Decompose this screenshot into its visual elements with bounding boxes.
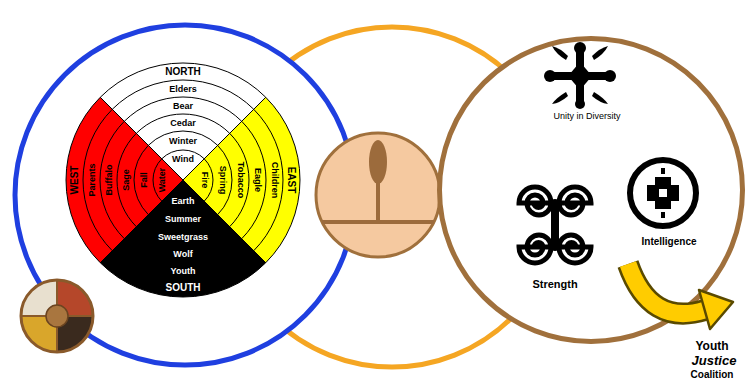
strength-symbol (519, 187, 591, 263)
brown-ring (440, 39, 743, 342)
teaching-label: Parents (87, 163, 96, 196)
unity-symbol (544, 42, 616, 109)
arrow-outline (628, 264, 705, 314)
circle-shape (437, 36, 745, 344)
teaching-label: Elders (169, 84, 197, 93)
symbol-cross (655, 177, 671, 209)
blue-ring (15, 25, 355, 365)
band-arc (242, 121, 266, 238)
symbol-curl (592, 46, 608, 60)
symbol-knob (544, 70, 556, 82)
teaching-label: Sage (121, 169, 130, 191)
direction-label: EAST (287, 167, 297, 194)
symbol-tick (661, 168, 665, 174)
symbol-center (659, 189, 667, 197)
symbol-tick (661, 212, 665, 218)
symbol-knob (604, 70, 616, 82)
small-medicine-wheel (21, 280, 93, 352)
band-arc (117, 133, 136, 226)
teaching-label: Youth (171, 267, 196, 276)
center-symbol (316, 133, 440, 257)
wheel-photo-rim (21, 280, 93, 352)
teaching-label: Wind (172, 154, 194, 163)
band-arc (83, 109, 112, 250)
teaching-label: Summer (165, 215, 201, 224)
teaching-label: Children (270, 162, 279, 199)
band-arc (112, 251, 253, 280)
tan-circle (316, 133, 440, 257)
band-arc (218, 145, 232, 214)
ram-horn-spiral (555, 187, 591, 215)
wheel-quadrant: WEST Parents Buffalo Sage Fall Water (66, 63, 183, 297)
band-arc (148, 215, 217, 229)
yellow-arrow (628, 264, 733, 329)
logo-text: Justice (692, 354, 737, 367)
band-arc (230, 133, 249, 226)
teaching-label: Bear (173, 101, 193, 110)
teaching-label: Buffalo (104, 165, 113, 196)
teaching-label: Water (157, 168, 166, 193)
ram-horn-spiral (519, 187, 555, 215)
teaching-label: Wolf (173, 250, 192, 259)
values-circle: Unity in DiversityStrength Intelligence (437, 36, 745, 344)
symbol-ground-line (322, 220, 434, 224)
wheel-photo-hub (46, 305, 68, 327)
teaching-label: Eagle (253, 168, 262, 192)
band-arc (254, 109, 283, 250)
symbol-ring (630, 160, 696, 226)
ram-horn-spiral (555, 235, 591, 263)
ram-horn-spiral (519, 235, 555, 263)
teaching-label: Fire (200, 172, 209, 189)
symbol-caption: Unity in Diversity (553, 112, 620, 121)
band-arc (136, 227, 229, 246)
teaching-label: Cedar (170, 118, 196, 127)
intelligence-symbol (630, 160, 696, 226)
symbol-knob (575, 99, 585, 109)
band-arc (124, 239, 241, 263)
teaching-label: Winter (169, 136, 197, 145)
logo-text: Coalition (691, 370, 734, 380)
band-arc (136, 114, 229, 133)
direction-label: NORTH (165, 67, 201, 77)
symbol-curl (592, 92, 608, 104)
teaching-label: Earth (171, 197, 194, 206)
teaching-label: Tobacco (236, 162, 245, 198)
symbol-caption: Strength (532, 279, 577, 290)
symbol-knob (574, 42, 586, 54)
band-arc (112, 80, 253, 109)
ram-horn-bar (551, 203, 559, 247)
teaching-label: Sweetgrass (158, 233, 208, 242)
logo-text: Youth (695, 340, 728, 352)
teaching-label: Fall (139, 172, 148, 188)
band-arc (148, 131, 217, 145)
brown-ring-ground (440, 39, 743, 342)
teaching-label: Spring (218, 166, 227, 195)
direction-label: SOUTH (166, 284, 201, 294)
arrow-body (628, 264, 705, 314)
quadrant-sector (66, 97, 183, 262)
symbol-curl (552, 92, 568, 104)
symbol-diamond (568, 62, 592, 90)
symbol-stem (376, 182, 380, 222)
symbol-caption: Intelligence (641, 237, 696, 247)
band-arc (134, 145, 148, 214)
symbol-curl (552, 46, 568, 60)
symbol-seed (369, 140, 387, 184)
direction-label: WEST (70, 166, 80, 195)
arrow-head (699, 290, 733, 329)
